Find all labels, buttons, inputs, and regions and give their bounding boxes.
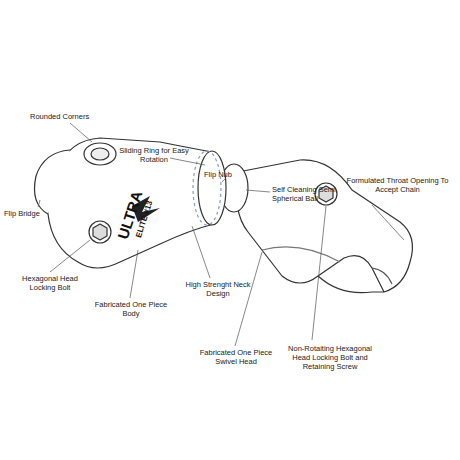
part-label: Rounded Corners [30, 112, 100, 121]
leader-line [192, 226, 210, 278]
part-label: Hexagonal Head Locking Bolt [14, 274, 86, 292]
head-shading [262, 247, 340, 262]
body-bolt [89, 221, 111, 243]
part-label: Non-Rotaiting Hexagonal Head Locking Bol… [280, 344, 380, 371]
head-edge [318, 276, 384, 293]
part-label: Fabricated One Piece Body [94, 300, 168, 318]
part-label: High Strenght Neck Design [178, 280, 258, 298]
leader-line [235, 252, 262, 346]
flip-bridge [35, 150, 71, 214]
leader-line [312, 206, 326, 340]
part-label: Flip Nub [204, 170, 244, 179]
ring-dash [193, 151, 221, 225]
leader-line [246, 190, 270, 192]
bore-hole [91, 148, 109, 160]
sliding-ring [198, 151, 226, 225]
hex-head [93, 224, 107, 240]
leader-line [372, 205, 404, 240]
throat-opening [372, 268, 392, 284]
bore-ring [84, 143, 116, 165]
one-piece-body [48, 138, 214, 268]
leader-line [70, 123, 92, 142]
leader-line [38, 200, 40, 207]
leader-lines [38, 123, 404, 346]
part-label: Fabricated One Piece Swivel Head [188, 348, 284, 366]
leader-line [130, 250, 138, 298]
part-label: Flip Bridge [4, 209, 54, 218]
leader-line [50, 240, 90, 272]
part-label: Self Cleaning Semi Spherical Ball [272, 185, 352, 203]
leader-line [170, 158, 205, 165]
part-label: Sliding Ring for Easy Rotation [118, 146, 190, 164]
part-label: Formulated Throat Opening To Accept Chai… [345, 176, 450, 194]
